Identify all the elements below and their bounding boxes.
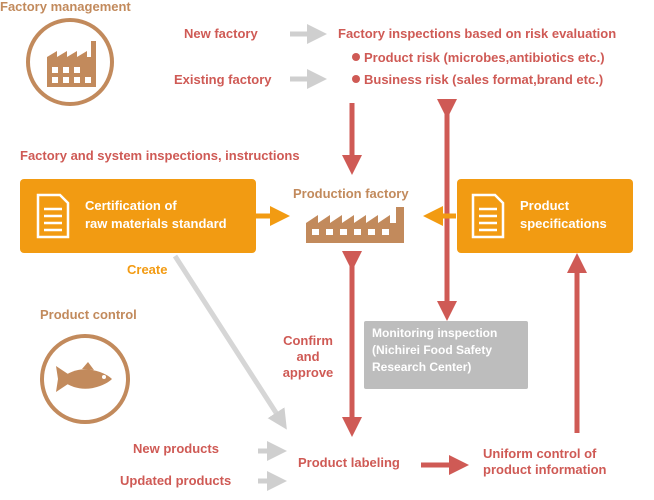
- product-specifications-box: Product specifications: [457, 179, 633, 253]
- updated-products-label: Updated products: [120, 473, 232, 488]
- product-risk-item: Product risk (microbes,antibiotics etc.): [352, 50, 605, 66]
- monitoring-line3: Research Center): [372, 360, 472, 374]
- new-factory-label: New factory: [184, 26, 258, 41]
- create-label: Create: [127, 262, 168, 277]
- uniform-control: Uniform control of product information: [483, 446, 607, 478]
- confirm-line1: Confirm: [283, 333, 333, 348]
- document-icon: [36, 193, 70, 244]
- uniform-line1: Uniform control of: [483, 446, 597, 461]
- product-risk-text: Product risk (microbes,antibiotics etc.): [364, 50, 605, 65]
- bullet-icon: [352, 75, 360, 83]
- document-icon: [471, 193, 505, 244]
- bullet-icon: [352, 53, 360, 61]
- inspections-title: Factory inspections based on risk evalua…: [338, 26, 617, 41]
- business-risk-item: Business risk (sales format,brand etc.): [352, 72, 603, 88]
- factory-management-heading: Factory management: [0, 0, 131, 14]
- factory-icon: [304, 205, 408, 250]
- raw-materials-line1: Certification of: [85, 198, 177, 213]
- arrow-raw-to-labeling: [172, 254, 287, 430]
- confirm-line2: and: [296, 349, 320, 364]
- confirm-approve: Confirm and approve: [280, 333, 336, 381]
- business-risk-text: Business risk (sales format,brand etc.): [364, 72, 604, 87]
- raw-materials-line2: raw materials standard: [85, 216, 227, 231]
- product-specs-line2: specifications: [520, 216, 607, 231]
- new-products-label: New products: [133, 441, 219, 456]
- monitoring-inspection-box: Monitoring inspection (Nichirei Food Saf…: [364, 321, 528, 389]
- raw-materials-box: Certification of raw materials standard: [20, 179, 256, 253]
- factory-icon: [25, 17, 115, 107]
- monitoring-line1: Monitoring inspection: [372, 326, 498, 340]
- factory-system-heading: Factory and system inspections, instruct…: [20, 148, 300, 163]
- product-labeling-label: Product labeling: [298, 455, 400, 470]
- product-control-heading: Product control: [40, 307, 137, 322]
- monitoring-line2: (Nichirei Food Safety: [372, 343, 493, 357]
- existing-factory-label: Existing factory: [174, 72, 272, 87]
- production-factory-label: Production factory: [293, 186, 409, 201]
- uniform-line2: product information: [483, 462, 607, 477]
- product-specs-line1: Product: [520, 198, 570, 213]
- confirm-line3: approve: [282, 365, 334, 380]
- fish-icon: [38, 332, 132, 426]
